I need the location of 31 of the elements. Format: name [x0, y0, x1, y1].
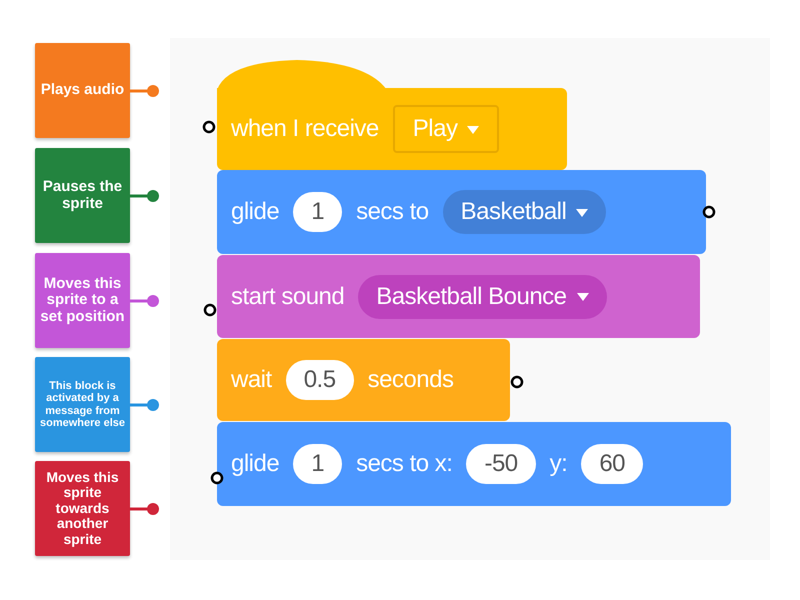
label-card: [35, 461, 130, 556]
label-card: [35, 357, 130, 452]
block-text: glide: [231, 450, 280, 478]
card-text: This block is activated by a message from somewhere else: [39, 380, 126, 429]
block-text: y:: [550, 450, 568, 478]
dropdown-menu: Play: [392, 105, 500, 153]
card-text: Moves this sprite towards another sprite: [45, 470, 120, 547]
block-text: seconds: [368, 366, 454, 394]
block-text: glide: [231, 198, 280, 226]
card-text: Pauses the sprite: [42, 179, 124, 212]
label-card: [35, 253, 130, 348]
code-block: [217, 339, 510, 421]
card-text: Moves this sprite to a set position: [39, 276, 126, 326]
input-field: 1: [293, 444, 342, 484]
block-text: start sound: [231, 282, 344, 310]
input-field: 0.5: [286, 360, 354, 400]
dropdown-menu: Basketball: [442, 190, 606, 234]
dropdown-menu: Basketball Bounce: [358, 274, 607, 318]
label-card: [35, 148, 130, 243]
input-field: 1: [293, 192, 342, 232]
label-card: [35, 43, 130, 138]
block-text: secs to: [356, 198, 429, 226]
block-text: secs to x:: [356, 450, 452, 478]
code-block: [217, 170, 706, 254]
block-text: wait: [231, 366, 272, 394]
input-field: -50: [466, 444, 536, 484]
input-field: 60: [581, 444, 644, 484]
code-block: [217, 422, 731, 506]
block-text: when I receive: [231, 115, 379, 143]
card-text: Plays audio: [40, 82, 126, 99]
code-block: [217, 255, 700, 338]
